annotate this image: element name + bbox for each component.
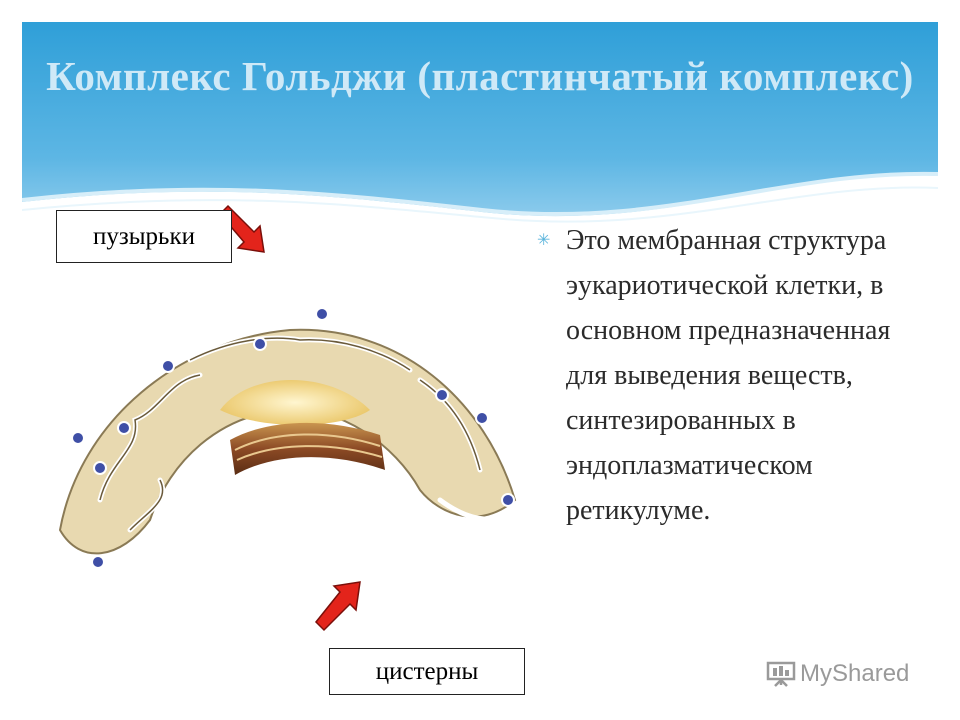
golgi-illustration xyxy=(40,300,530,595)
watermark-text: MyShared xyxy=(800,660,909,688)
cisternae-label: цистерны xyxy=(329,648,525,695)
red-pointer-arrow-icon xyxy=(306,578,364,636)
bullet-point: ✳ Это мембранная структура эукариотическ… xyxy=(537,218,917,533)
bullet-text: Это мембранная структура эукариотической… xyxy=(566,218,917,533)
slide-title: Комплекс Гольджи (пластинчатый комплекс) xyxy=(22,48,938,104)
presentation-board-icon xyxy=(766,661,796,687)
watermark: MyShared xyxy=(766,657,909,691)
asterisk-bullet-icon: ✳ xyxy=(537,230,550,250)
vesicles-label: пузырьки xyxy=(56,210,232,263)
